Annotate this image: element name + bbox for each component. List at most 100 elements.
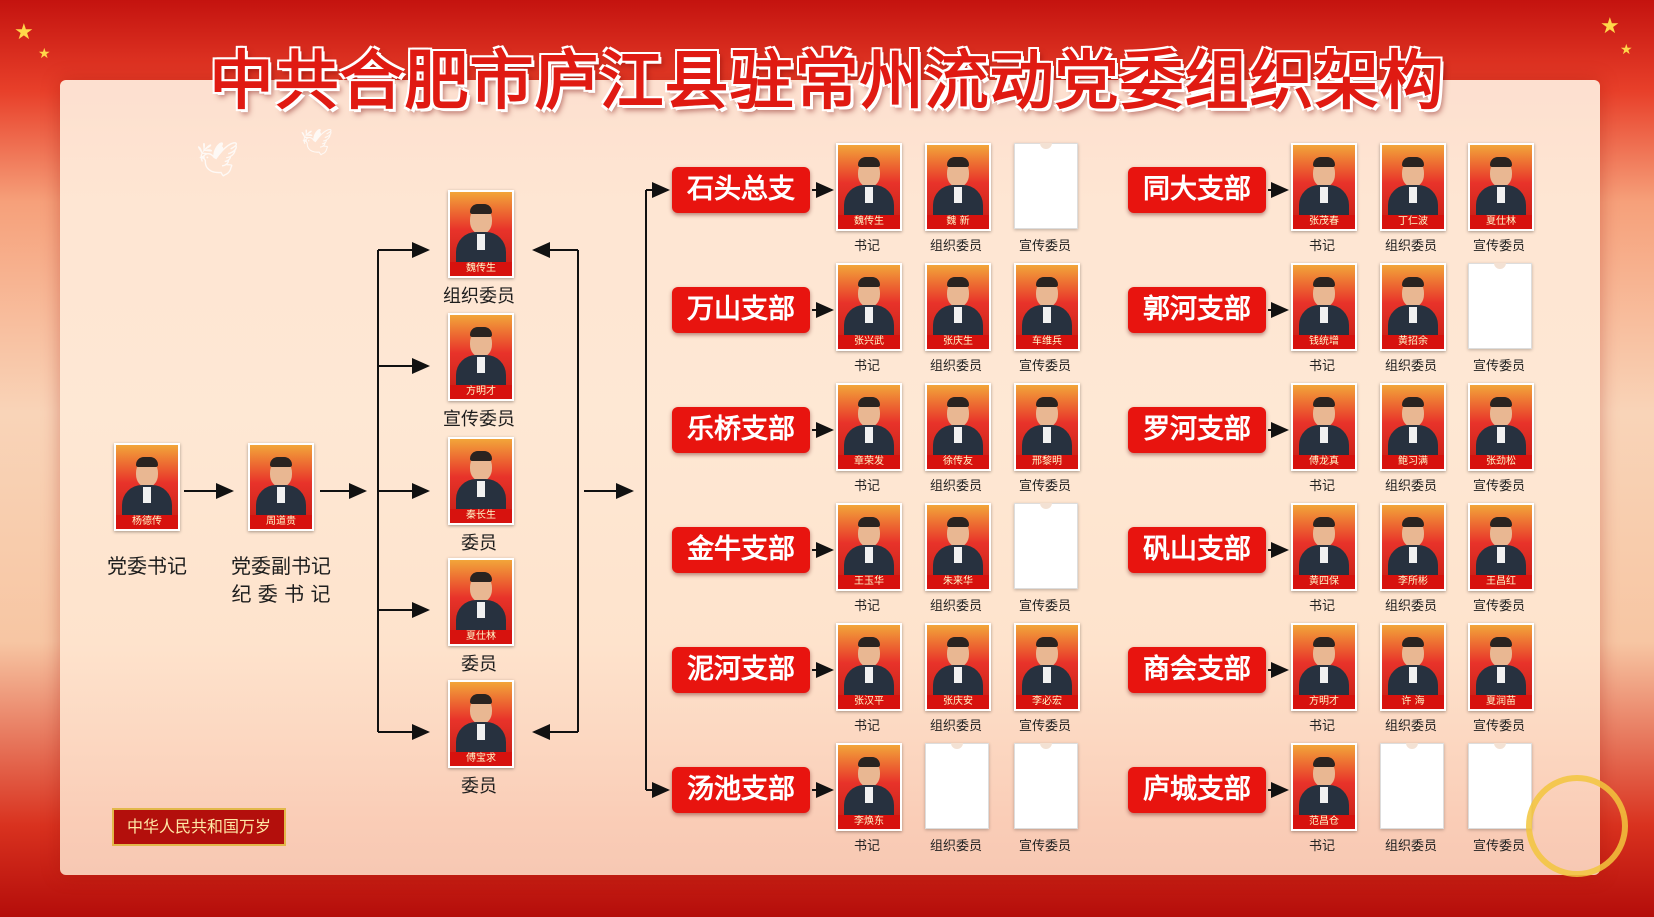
member-photo: 李必宏 (1014, 623, 1080, 711)
member-photo: 黄招余 (1380, 263, 1446, 351)
branch-name: 矾山支部 (1128, 527, 1266, 573)
dove-icon: 🕊 (300, 128, 334, 158)
member-role-label: 书记 (1308, 359, 1335, 374)
member-name: 方明才 (450, 385, 512, 399)
member-photo: 傅龙真 (1291, 383, 1357, 471)
member-photo: 鲍习满 (1380, 383, 1446, 471)
member-role-label: 组织委员 (929, 599, 982, 614)
member-name: 许 海 (1382, 695, 1444, 709)
committee-role-label: 委员 (461, 776, 497, 797)
member-role-label: 组织委员 (929, 359, 982, 374)
empty-photo-slot (1468, 743, 1532, 829)
member-photo: 王玉华 (836, 503, 902, 591)
member-name: 夏润苗 (1470, 695, 1532, 709)
member-name: 章荣发 (838, 455, 900, 469)
member-name: 李必宏 (1016, 695, 1078, 709)
member-name: 张汉平 (838, 695, 900, 709)
branch-name: 乐桥支部 (672, 407, 810, 453)
member-photo: 魏 新 (925, 143, 991, 231)
member-name: 范昌仓 (1293, 815, 1355, 829)
empty-photo-slot (1014, 143, 1078, 229)
member-name: 张茂春 (1293, 215, 1355, 229)
member-name: 夏仕林 (1470, 215, 1532, 229)
page-title: 中共合肥市庐江县驻常州流动党委组织架构 (209, 45, 1445, 119)
member-name: 王玉华 (838, 575, 900, 589)
member-name: 黄四保 (1293, 575, 1355, 589)
committee-role-label: 组织委员 (443, 286, 515, 307)
member-photo: 秦长生 (448, 437, 514, 525)
dove-icon: 🕊 (196, 140, 240, 180)
member-role-label: 书记 (1308, 599, 1335, 614)
member-role-label: 书记 (853, 599, 880, 614)
empty-photo-slot (1014, 503, 1078, 589)
member-photo: 魏传生 (836, 143, 902, 231)
member-name: 丁仁波 (1382, 215, 1444, 229)
member-photo: 邢黎明 (1014, 383, 1080, 471)
member-role-label: 组织委员 (1384, 599, 1437, 614)
member-name: 方明才 (1293, 695, 1355, 709)
member-name: 李焕东 (838, 815, 900, 829)
member-photo: 张兴武 (836, 263, 902, 351)
banner-slogan: 中华人民共和国万岁 (112, 808, 286, 846)
star-icon: ★ (38, 46, 51, 62)
member-name: 张兴武 (838, 335, 900, 349)
leader-name: 周道贵 (250, 515, 312, 529)
member-role-label: 书记 (853, 719, 880, 734)
member-role-label: 宣传委员 (1472, 719, 1525, 734)
member-photo: 夏仕林 (448, 558, 514, 646)
member-photo: 黄四保 (1291, 503, 1357, 591)
committee-role-label: 宣传委员 (443, 409, 515, 430)
member-photo: 魏传生 (448, 190, 514, 278)
member-role-label: 宣传委员 (1472, 359, 1525, 374)
member-role-label: 宣传委员 (1018, 479, 1071, 494)
member-role-label: 宣传委员 (1018, 359, 1071, 374)
member-role-label: 组织委员 (1384, 839, 1437, 854)
member-photo: 张庆生 (925, 263, 991, 351)
member-role-label: 宣传委员 (1018, 719, 1071, 734)
star-icon: ★ (1620, 42, 1633, 58)
member-name: 张劲松 (1470, 455, 1532, 469)
member-role-label: 宣传委员 (1472, 599, 1525, 614)
member-role-label: 宣传委员 (1472, 479, 1525, 494)
committee-role-label: 委员 (461, 533, 497, 554)
member-name: 邢黎明 (1016, 455, 1078, 469)
member-role-label: 书记 (853, 479, 880, 494)
member-role-label: 书记 (853, 839, 880, 854)
member-name: 傅宝求 (450, 752, 512, 766)
empty-photo-slot (1468, 263, 1532, 349)
member-role-label: 书记 (1308, 719, 1335, 734)
member-photo: 丁仁波 (1380, 143, 1446, 231)
member-name: 张庆安 (927, 695, 989, 709)
member-role-label: 书记 (853, 359, 880, 374)
member-role-label: 书记 (1308, 479, 1335, 494)
member-photo: 朱来华 (925, 503, 991, 591)
member-role-label: 组织委员 (1384, 359, 1437, 374)
member-role-label: 书记 (1308, 239, 1335, 254)
member-name: 傅龙真 (1293, 455, 1355, 469)
branch-name: 万山支部 (672, 287, 810, 333)
member-photo: 张劲松 (1468, 383, 1534, 471)
member-photo: 车维兵 (1014, 263, 1080, 351)
member-photo: 夏仕林 (1468, 143, 1534, 231)
member-name: 鲍习满 (1382, 455, 1444, 469)
member-photo: 王昌红 (1468, 503, 1534, 591)
branch-name: 泥河支部 (672, 647, 810, 693)
member-name: 车维兵 (1016, 335, 1078, 349)
member-role-label: 宣传委员 (1472, 239, 1525, 254)
member-photo: 李焕东 (836, 743, 902, 831)
member-role-label: 组织委员 (1384, 239, 1437, 254)
member-name: 魏传生 (838, 215, 900, 229)
member-name: 黄招余 (1382, 335, 1444, 349)
branch-name: 石头总支 (672, 167, 810, 213)
leader-photo: 杨德传 (114, 443, 180, 531)
star-icon: ★ (1600, 14, 1620, 39)
member-name: 王昌红 (1470, 575, 1532, 589)
star-icon: ★ (14, 20, 34, 45)
member-photo: 夏润苗 (1468, 623, 1534, 711)
member-photo: 钱统增 (1291, 263, 1357, 351)
party-emblem-icon (1526, 775, 1628, 877)
member-role-label: 组织委员 (929, 239, 982, 254)
member-role-label: 组织委员 (1384, 719, 1437, 734)
branch-name: 罗河支部 (1128, 407, 1266, 453)
leader-photo: 周道贵 (248, 443, 314, 531)
